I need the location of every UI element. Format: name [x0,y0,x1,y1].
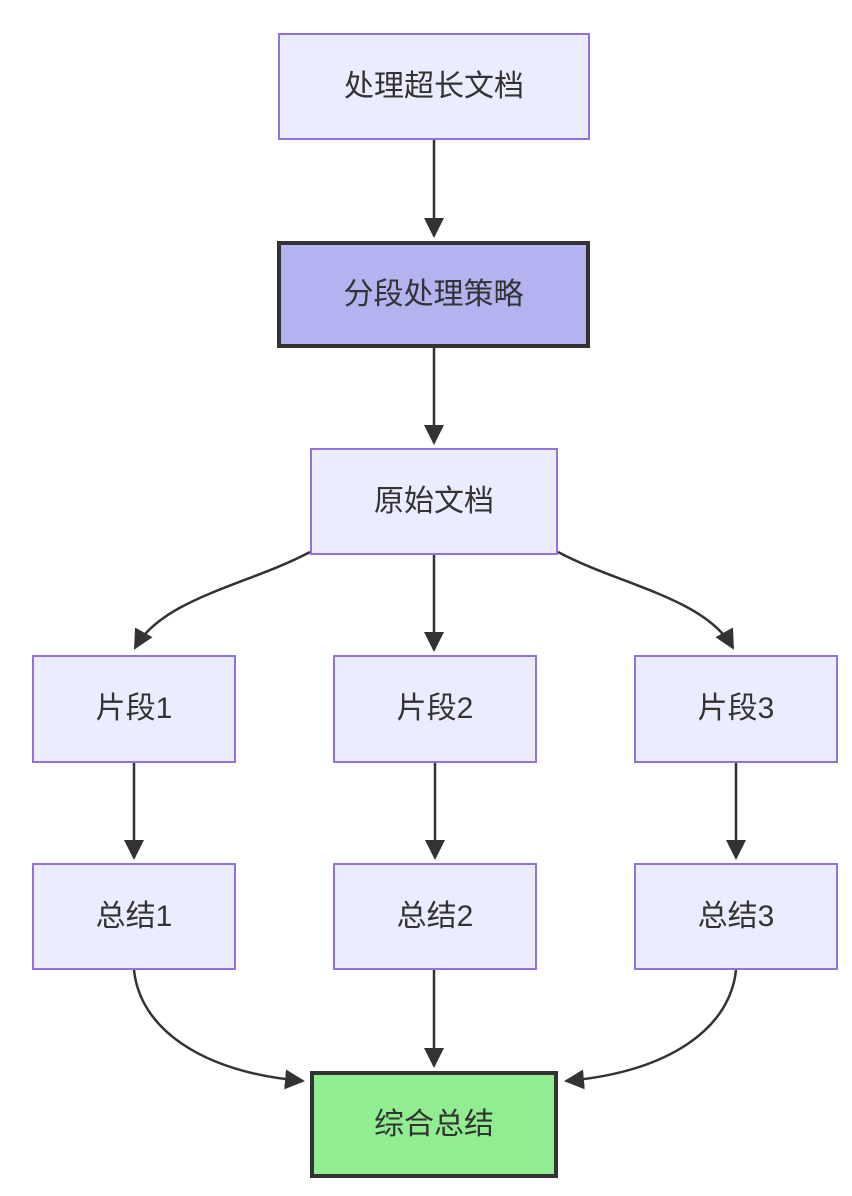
node-label: 总结1 [95,899,173,933]
node-label: 片段2 [396,692,474,725]
node-summary-1: 总结1 [32,863,236,970]
node-original-document: 原始文档 [310,448,558,555]
node-label: 片段3 [697,692,775,725]
node-fragment-3: 片段3 [634,655,838,763]
node-summary-3: 总结3 [634,863,838,970]
edge-c-to-d1 [133,550,311,650]
node-fragment-1: 片段1 [32,655,236,763]
node-process-long-document: 处理超长文档 [278,33,590,140]
node-fragment-2: 片段2 [333,655,537,763]
node-label: 总结3 [697,899,775,933]
node-label: 片段1 [95,692,173,725]
node-label: 分段处理策略 [343,277,524,311]
edge-e1-to-f [132,969,305,1090]
node-segmentation-strategy: 分段处理策略 [277,241,590,348]
node-label: 原始文档 [374,484,494,518]
node-label: 综合总结 [374,1107,494,1141]
edge-c-to-d3 [557,550,735,650]
node-label: 处理超长文档 [344,69,524,103]
edge-e3-to-f [564,969,738,1090]
node-combined-summary: 综合总结 [310,1071,558,1178]
node-summary-2: 总结2 [333,863,537,970]
node-label: 总结2 [396,899,474,933]
